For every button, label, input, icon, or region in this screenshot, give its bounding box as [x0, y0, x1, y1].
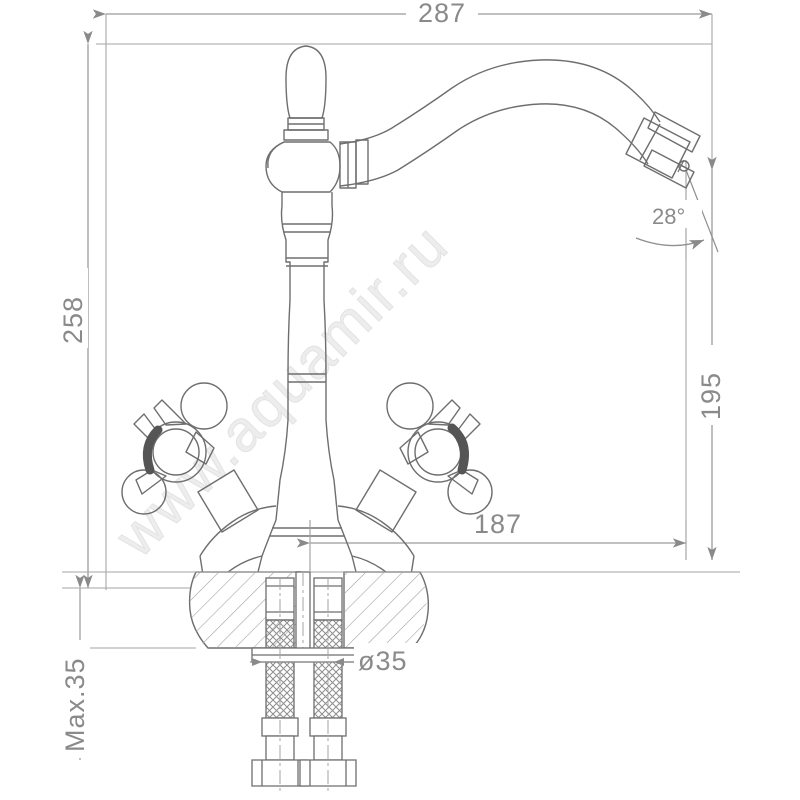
handle-left-spoke-se [185, 431, 215, 465]
spout-base-collar [339, 141, 357, 189]
dimension-spout-height: 195 [696, 156, 726, 560]
dimension-label-max35: Max.35 [60, 657, 90, 752]
handle-accents [142, 423, 469, 475]
handle-left-ball-sw [121, 469, 167, 515]
aerator-assembly [625, 111, 701, 189]
dimension-label-bg-max35 [62, 640, 90, 758]
column-left-profile [275, 192, 291, 521]
handle-arm-left-top [199, 505, 277, 557]
dimension-label-dia35: ø35 [358, 646, 408, 676]
dia35-arrow-right [334, 658, 344, 666]
handle-left-ball-ne [180, 382, 228, 430]
dimension-spout-reach: 187 [296, 508, 686, 548]
dimension-label-bg-258 [62, 268, 88, 348]
handle-left-hub-inner [152, 428, 200, 476]
dimension-aerator-angle: 28° [635, 169, 719, 260]
dimension-mount-hole: ø35 [250, 643, 430, 676]
handle-left-spoke-sw [135, 469, 167, 495]
aerator-upper-band [647, 111, 701, 153]
dimension-label-bg-28deg [648, 200, 702, 228]
column-rings [283, 223, 331, 383]
dimension-label-187: 187 [474, 509, 522, 539]
handle-right-ball-nw [386, 382, 434, 430]
dimension-overall-height: 258 [58, 30, 93, 588]
aerator-outlet [678, 160, 690, 172]
handle-right-spoke-sw [399, 431, 429, 465]
faucet-outline [121, 45, 701, 595]
angle-leader-arc [635, 237, 705, 250]
handle-right-base-block [355, 469, 417, 533]
dimension-overall-width: 287 [92, 0, 712, 28]
spout-joint-bulb [265, 141, 341, 193]
deck-hatch-right [345, 572, 427, 648]
dimension-label-287: 287 [418, 0, 466, 28]
finial-collar-2 [283, 129, 329, 141]
dimension-label-28deg: 28° [652, 204, 685, 229]
spout-finial-cap [285, 45, 327, 119]
column-flare-right [337, 519, 357, 573]
dia35-arrow-left [252, 658, 262, 666]
handle-right [386, 382, 493, 515]
handle-right-accent [447, 423, 469, 475]
spout-base-collar-2 [355, 139, 369, 185]
column-flare-left [257, 519, 277, 573]
dimension-label-195: 195 [696, 372, 726, 420]
handle-right-ball-se [447, 469, 493, 515]
aerator-body [625, 117, 691, 179]
column-right-profile [323, 192, 339, 521]
handle-arm-right-top [337, 505, 415, 557]
handle-left-accent [142, 425, 163, 475]
watermark: www.aquamir.ru [102, 211, 461, 570]
handle-left-base-block [197, 469, 259, 533]
mounting-assembly [251, 571, 357, 795]
dimension-label-bg-287 [406, 0, 478, 26]
handle-right-spoke-nw [427, 399, 461, 426]
spout-lower-profile [339, 103, 649, 187]
handle-right-spoke-se [447, 469, 479, 495]
dimension-max-deck-thickness: Max.35 [60, 574, 90, 760]
countertop-section [62, 571, 740, 649]
spout-upper-profile [339, 59, 661, 145]
dimension-label-bg-195 [698, 345, 724, 425]
watermark-text: www.aquamir.ru [103, 212, 461, 570]
dimension-label-bg-dia35 [354, 643, 430, 675]
dimension-label-258: 258 [58, 296, 88, 344]
handle-left-spoke-ne [153, 399, 187, 426]
handle-left [121, 382, 228, 515]
